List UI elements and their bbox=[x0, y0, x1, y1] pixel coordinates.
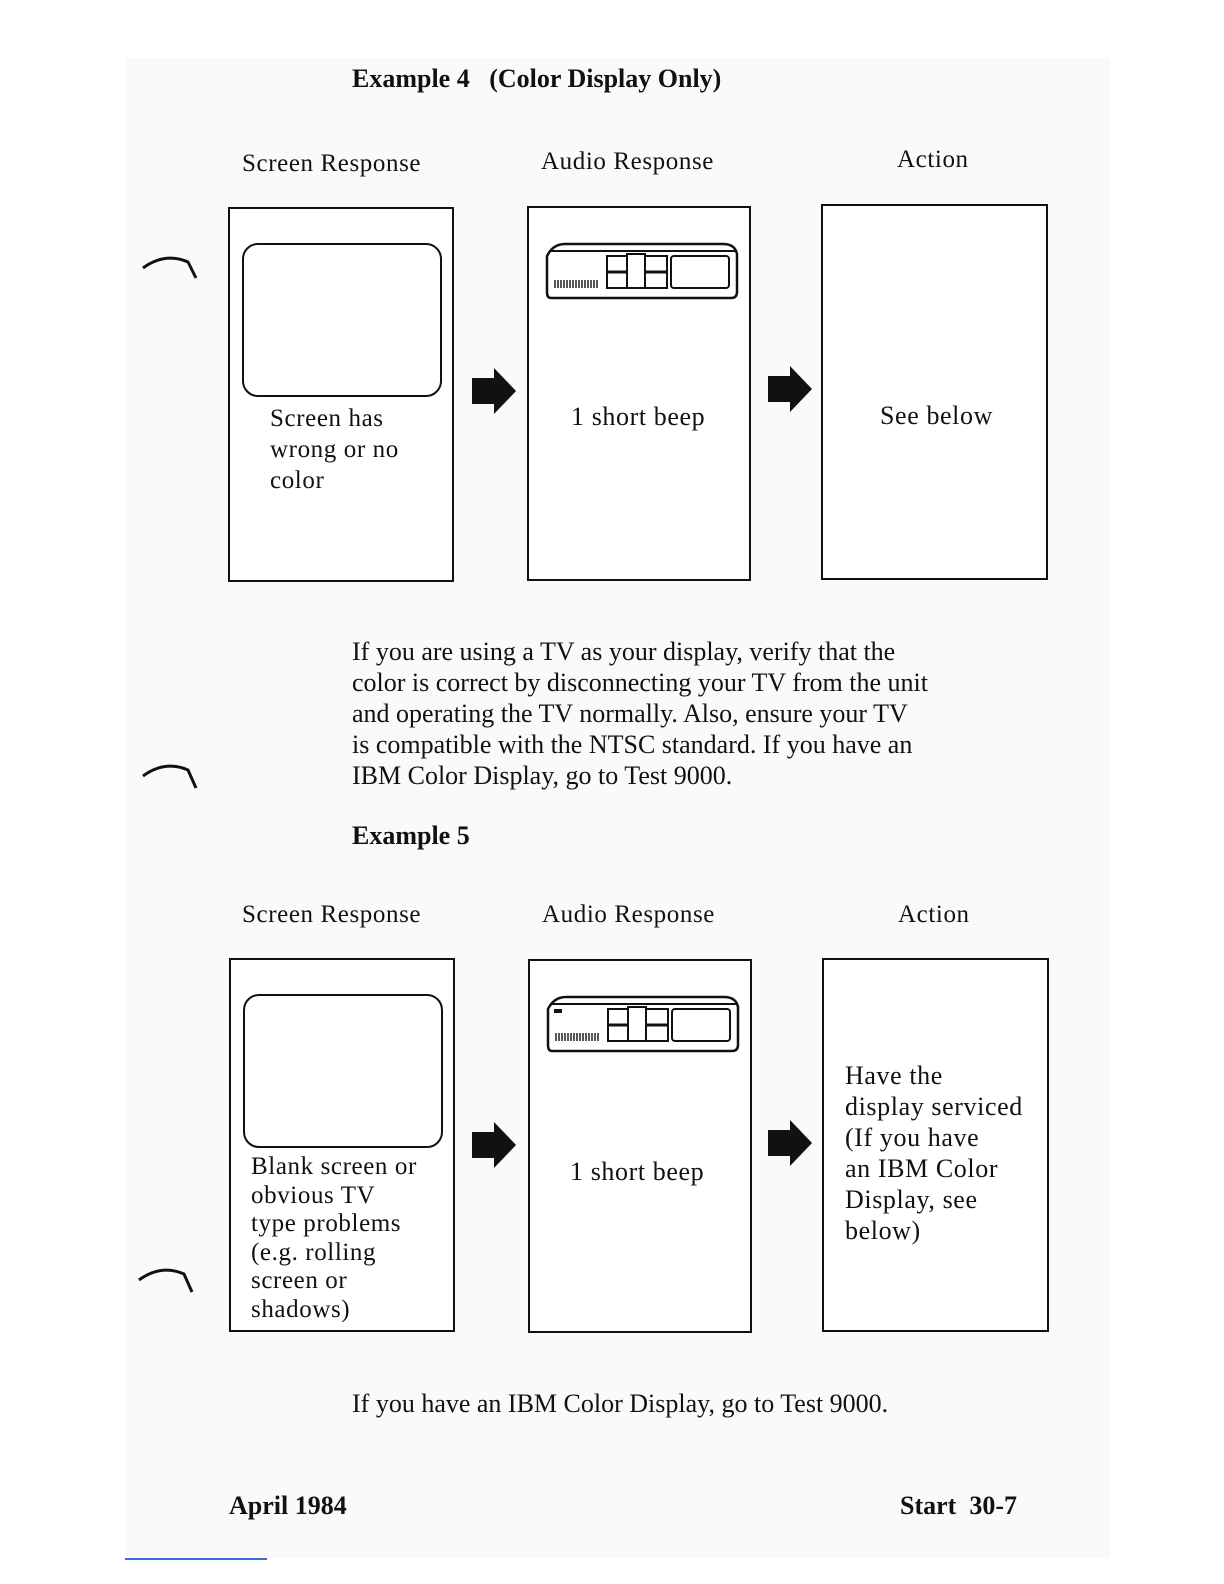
example-5-title: Example 5 bbox=[352, 821, 470, 850]
scrollbar-indicator bbox=[125, 1558, 267, 1560]
screen-response-box: Blank screen or obvious TV type problems… bbox=[229, 958, 455, 1332]
punch-hole-icon bbox=[142, 764, 198, 789]
arrow-right-icon bbox=[472, 1122, 516, 1168]
action-box: Have the display serviced (If you have a… bbox=[822, 958, 1049, 1332]
audio-response-box: 1 short beep bbox=[528, 959, 752, 1333]
paragraph-test-9000: If you have an IBM Color Display, go to … bbox=[352, 1389, 889, 1418]
tv-screen-icon bbox=[243, 994, 443, 1148]
col-action: Action bbox=[897, 146, 969, 173]
col-audio-response: Audio Response bbox=[541, 148, 714, 175]
example-4-heading: Example 4 (Color Display Only) bbox=[352, 64, 721, 94]
arrow-right-icon bbox=[768, 1120, 812, 1166]
col-screen-response: Screen Response bbox=[242, 901, 422, 928]
paragraph-tv-verify: If you are using a TV as your display, v… bbox=[352, 637, 928, 790]
audio-response-text: 1 short beep bbox=[570, 1157, 705, 1186]
footer-page-number: Start 30-7 bbox=[900, 1491, 1017, 1520]
punch-hole-icon bbox=[142, 256, 198, 279]
screen-response-text: Blank screen or obvious TV type problems… bbox=[251, 1153, 417, 1323]
system-unit-icon bbox=[546, 995, 740, 1053]
example-4-title: Example 4 bbox=[352, 64, 470, 93]
screen-response-text: Screen has wrong or no color bbox=[270, 405, 399, 494]
audio-response-text: 1 short beep bbox=[571, 402, 706, 431]
arrow-right-icon bbox=[472, 368, 516, 414]
action-text: See below bbox=[880, 401, 993, 430]
col-action: Action bbox=[898, 901, 970, 928]
punch-hole-icon bbox=[138, 1268, 194, 1293]
footer-date: April 1984 bbox=[229, 1491, 347, 1520]
arrow-right-icon bbox=[768, 366, 812, 412]
screen-response-box: Screen has wrong or no color bbox=[228, 207, 454, 582]
example-4-subtitle: (Color Display Only) bbox=[489, 64, 722, 93]
col-audio-response: Audio Response bbox=[542, 901, 715, 928]
action-text: Have the display serviced (If you have a… bbox=[845, 1061, 1023, 1245]
action-box: See below bbox=[821, 204, 1048, 580]
col-screen-response: Screen Response bbox=[242, 150, 422, 177]
audio-response-box: 1 short beep bbox=[527, 206, 751, 581]
system-unit-icon bbox=[545, 242, 739, 300]
tv-screen-icon bbox=[242, 243, 442, 397]
